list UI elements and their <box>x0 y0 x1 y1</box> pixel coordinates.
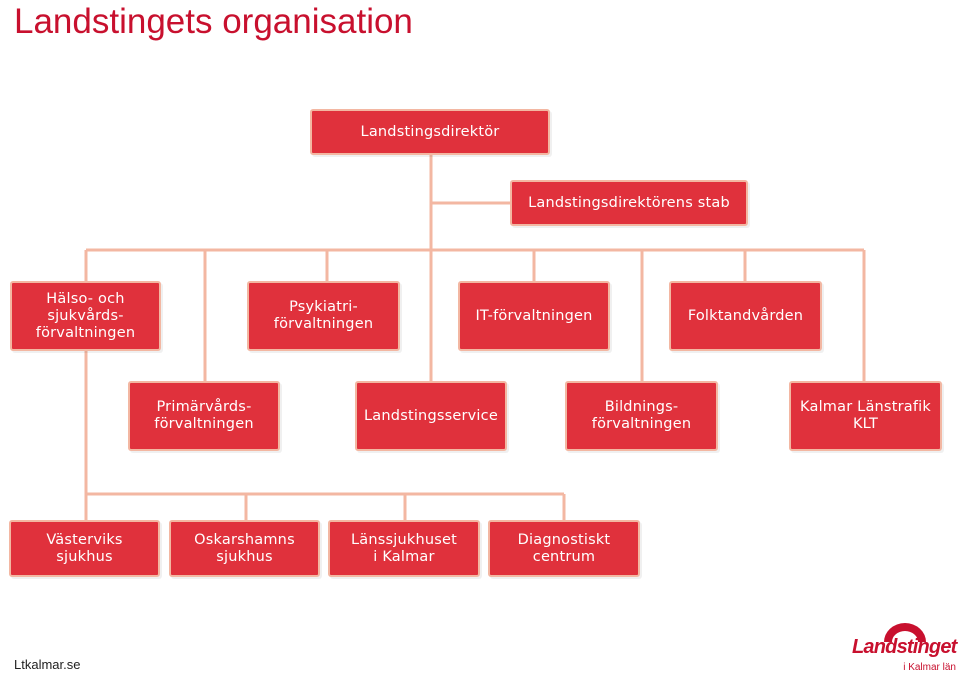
box-landstingsservice: Landstingsservice <box>355 381 507 451</box>
box-lanssjukhuset-i-kalmar: Länssjukhuset i Kalmar <box>328 520 480 577</box>
box-folktandvarden: Folktandvården <box>669 281 822 351</box>
landstinget-logo: Landstinget i Kalmar län <box>852 622 957 678</box>
box-halso-sjukvardsforvaltningen: Hälso- och sjukvårds- förvaltningen <box>10 281 161 351</box>
footer-url: Ltkalmar.se <box>14 657 81 672</box>
box-landstingsdirektor: Landstingsdirektör <box>310 109 550 155</box>
logo-name: Landstinget <box>852 636 957 658</box>
box-kalmar-lanstrafik-klt: Kalmar Länstrafik KLT <box>789 381 942 451</box>
page-title: Landstingets organisation <box>14 2 413 41</box>
arch-icon <box>884 623 926 642</box>
box-bildningsforvaltningen: Bildnings- förvaltningen <box>565 381 718 451</box>
box-landstingsdirektorens-stab: Landstingsdirektörens stab <box>510 180 748 226</box>
box-psykiatriforvaltningen: Psykiatri- förvaltningen <box>247 281 400 351</box>
box-it-forvaltningen: IT-förvaltningen <box>458 281 610 351</box>
logo-subtitle: i Kalmar län <box>903 662 956 673</box>
box-oskarshamns-sjukhus: Oskarshamns sjukhus <box>169 520 320 577</box>
box-vasterviks-sjukhus: Västerviks sjukhus <box>9 520 160 577</box>
box-diagnostiskt-centrum: Diagnostiskt centrum <box>488 520 640 577</box>
box-primarvardsforvaltningen: Primärvårds- förvaltningen <box>128 381 280 451</box>
